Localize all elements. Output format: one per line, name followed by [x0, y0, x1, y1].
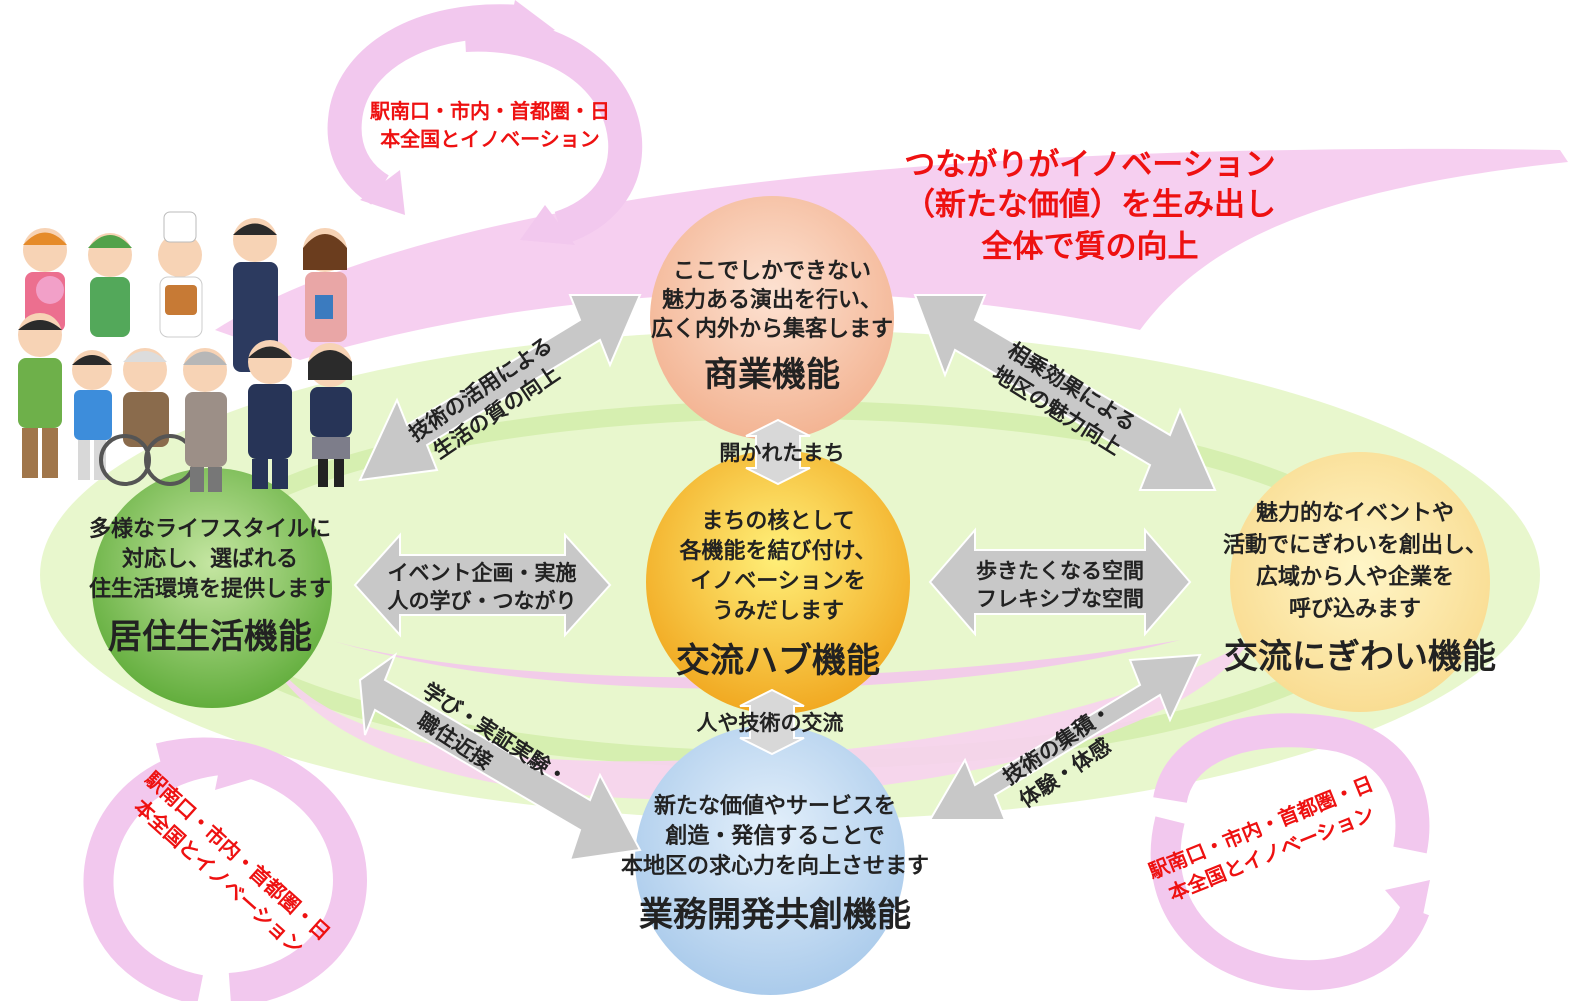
people-group-icon: [18, 211, 352, 492]
business-node: [635, 725, 905, 995]
bustle-title: 交流にぎわい機能: [1224, 637, 1496, 677]
business-desc-1: 新たな価値やサービスを: [654, 793, 896, 819]
label-residential-hub: イベント企画・実施 人の学び・つながり: [388, 561, 577, 613]
bustle-desc-2: 活動でにぎわいを創出し、: [1223, 532, 1487, 558]
hub-desc-3: イノベーションを: [690, 569, 866, 594]
hub-desc-4: うみだします: [712, 599, 844, 624]
business-desc-2: 創造・発信することで: [665, 823, 884, 849]
hub-title: 交流ハブ機能: [676, 641, 880, 681]
commerce-desc-2: 魅力ある演出を行い、: [662, 287, 882, 313]
bustle-desc-1: 魅力的なイベントや: [1256, 500, 1454, 526]
slogan-line1: つながりがイノベーション: [904, 147, 1275, 183]
arrow-label-line1: 歩きたくなる空間: [976, 559, 1144, 583]
cycle-label-line1: 駅南口・市内・首都圏・日: [369, 99, 610, 123]
arrow-residential-commerce: [358, 294, 642, 482]
top-pink-swoosh: [215, 148, 1568, 360]
residential-desc-3: 住生活環境を提供します: [89, 576, 331, 602]
hub-desc-1: まちの核として: [701, 508, 854, 534]
cycle-label-line2: 本全国とイノベーション: [380, 127, 600, 151]
slogan-line2: （新たな価値）を生み出し: [904, 187, 1276, 223]
commerce-desc-1: ここでしかできない: [673, 259, 871, 284]
hub-text: まちの核として 各機能を結び付け、 イノベーションを うみだします 交流ハブ機能: [676, 508, 880, 681]
bustle-node: [1230, 452, 1490, 712]
commerce-node: [650, 196, 894, 440]
residential-text: 多様なライフスタイルに 対応し、選ばれる 住生活環境を提供します 居住生活機能: [89, 516, 331, 657]
cycle-arrow-bottom-right: [1150, 713, 1430, 991]
bustle-desc-4: 呼び込みます: [1289, 597, 1421, 622]
commerce-text: ここでしかできない 魅力ある演出を行い、 広く内外から集客します 商業機能: [651, 259, 893, 395]
middle-pink-swoosh: [330, 640, 1180, 689]
arrow-label-line2: 人の学び・つながり: [388, 589, 577, 613]
arrow-hub-bustle: [928, 527, 1192, 637]
bustle-desc-3: 広域から人や企業を: [1256, 564, 1454, 590]
commerce-title: 商業機能: [704, 355, 840, 395]
cycle-arrow-top-left: [327, 0, 643, 245]
slogan: つながりがイノベーション （新たな価値）を生み出し 全体で質の向上: [904, 147, 1276, 265]
arrow-commerce-hub: [745, 418, 811, 486]
residential-desc-1: 多様なライフスタイルに: [89, 516, 331, 542]
residential-title: 居住生活機能: [108, 617, 312, 657]
label-hub-business: 人や技術の交流: [697, 711, 844, 735]
arrow-commerce-bustle: [913, 294, 1217, 491]
arrow-residential-business: [358, 652, 642, 862]
business-text: 新たな価値やサービスを 創造・発信することで 本地区の求心力を向上させます 業務…: [621, 793, 929, 935]
arrow-business-bustle: [928, 653, 1202, 821]
commerce-desc-3: 広く内外から集客します: [651, 316, 893, 342]
hub-desc-2: 各機能を結び付け、: [679, 538, 877, 564]
arrow-label-line2: フレキシブな空間: [976, 587, 1144, 611]
cycle-label-top-left: 駅南口・市内・首都圏・日 本全国とイノベーション: [369, 99, 610, 151]
residential-desc-2: 対応し、選ばれる: [122, 546, 298, 572]
slogan-line3: 全体で質の向上: [981, 229, 1199, 265]
cycle-arrow-bottom-left: [83, 737, 368, 1001]
arrow-hub-business: [739, 688, 805, 756]
label-hub-bustle: 歩きたくなる空間 フレキシブな空間: [976, 559, 1144, 611]
label-commerce-hub: 開かれたまち: [719, 441, 844, 465]
business-title: 業務開発共創機能: [639, 895, 911, 935]
arrow-label-line1: イベント企画・実施: [388, 561, 577, 585]
business-desc-3: 本地区の求心力を向上させます: [621, 853, 929, 879]
bustle-text: 魅力的なイベントや 活動でにぎわいを創出し、 広域から人や企業を 呼び込みます …: [1223, 500, 1496, 677]
arrow-residential-hub: [353, 532, 612, 638]
residential-node: [92, 468, 332, 708]
cycle-label-line2: 本全国とイノベーション: [129, 794, 308, 959]
hub-node: [646, 450, 910, 714]
